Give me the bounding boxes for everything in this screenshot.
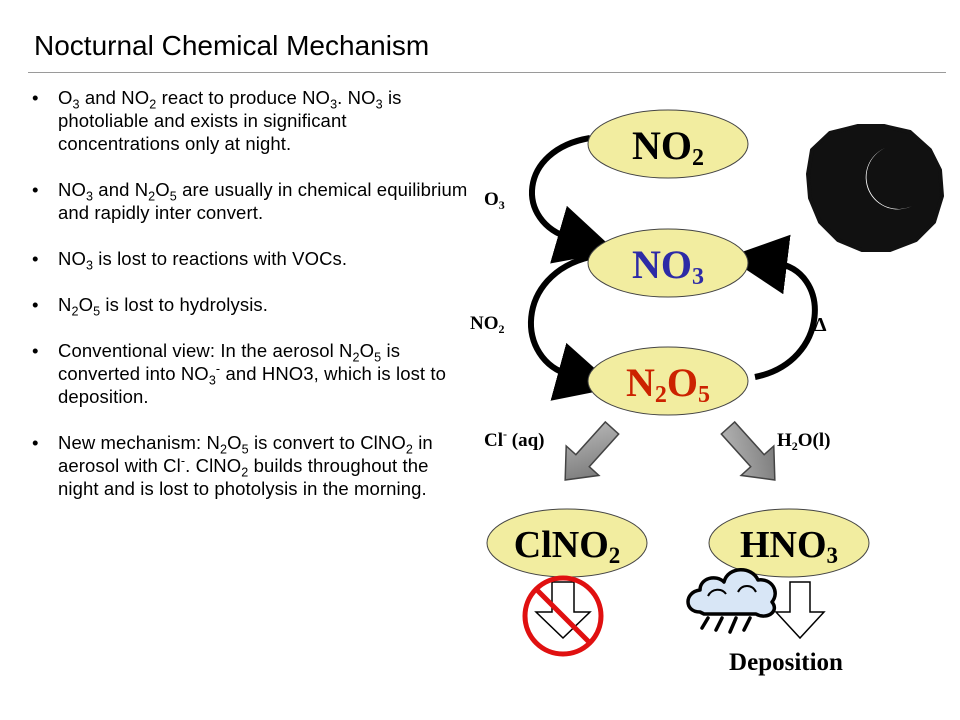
node-hno3-label: HNO3 — [740, 524, 838, 568]
deposition-arrow-icon — [774, 581, 826, 640]
bullet-item: NO3 is lost to reactions with VOCs. — [30, 247, 470, 272]
slide-title: Nocturnal Chemical Mechanism — [34, 30, 430, 61]
moon-icon — [806, 124, 944, 252]
gray-arrow-to-clno2 — [564, 420, 620, 481]
no-deposition-icon — [522, 575, 604, 657]
bullet-item: O3 and NO2 react to produce NO3. NO3 is … — [30, 86, 470, 155]
node-no2 — [587, 109, 749, 179]
label-o3: O3 — [484, 189, 505, 212]
bullet-item: New mechanism: N2O5 is convert to ClNO2 … — [30, 431, 470, 500]
title-divider — [28, 72, 946, 73]
node-no3 — [587, 228, 749, 298]
gray-arrow-to-hno3 — [720, 420, 776, 481]
bullet-item: Conventional view: In the aerosol N2O5 i… — [30, 339, 470, 408]
node-clno2-label: ClNO2 — [514, 524, 621, 568]
label-no2-reactant: NO2 — [470, 313, 505, 336]
node-no3-label: NO3 — [632, 242, 704, 290]
arrow-no2-to-no3 — [529, 135, 617, 264]
bullet-item: NO3 and N2O5 are usually in chemical equ… — [30, 178, 470, 224]
node-no2-label: NO2 — [632, 123, 704, 171]
label-cl-aq: Cl- (aq) — [484, 427, 544, 451]
node-n2o5-label: N2O5 — [626, 360, 710, 408]
label-deposition: Deposition — [729, 649, 843, 676]
node-hno3 — [708, 508, 870, 578]
rain-cloud-icon — [686, 568, 777, 634]
arrow-no3-to-n2o5 — [527, 254, 617, 401]
arrow-n2o5-to-no3 — [727, 234, 818, 380]
bullet-list: O3 and NO2 react to produce NO3. NO3 is … — [30, 86, 470, 523]
bullet-item: N2O5 is lost to hydrolysis. — [30, 293, 470, 318]
node-n2o5 — [587, 346, 749, 416]
label-h2o: H2O(l) — [777, 430, 831, 453]
label-delta: Δ — [814, 314, 827, 336]
